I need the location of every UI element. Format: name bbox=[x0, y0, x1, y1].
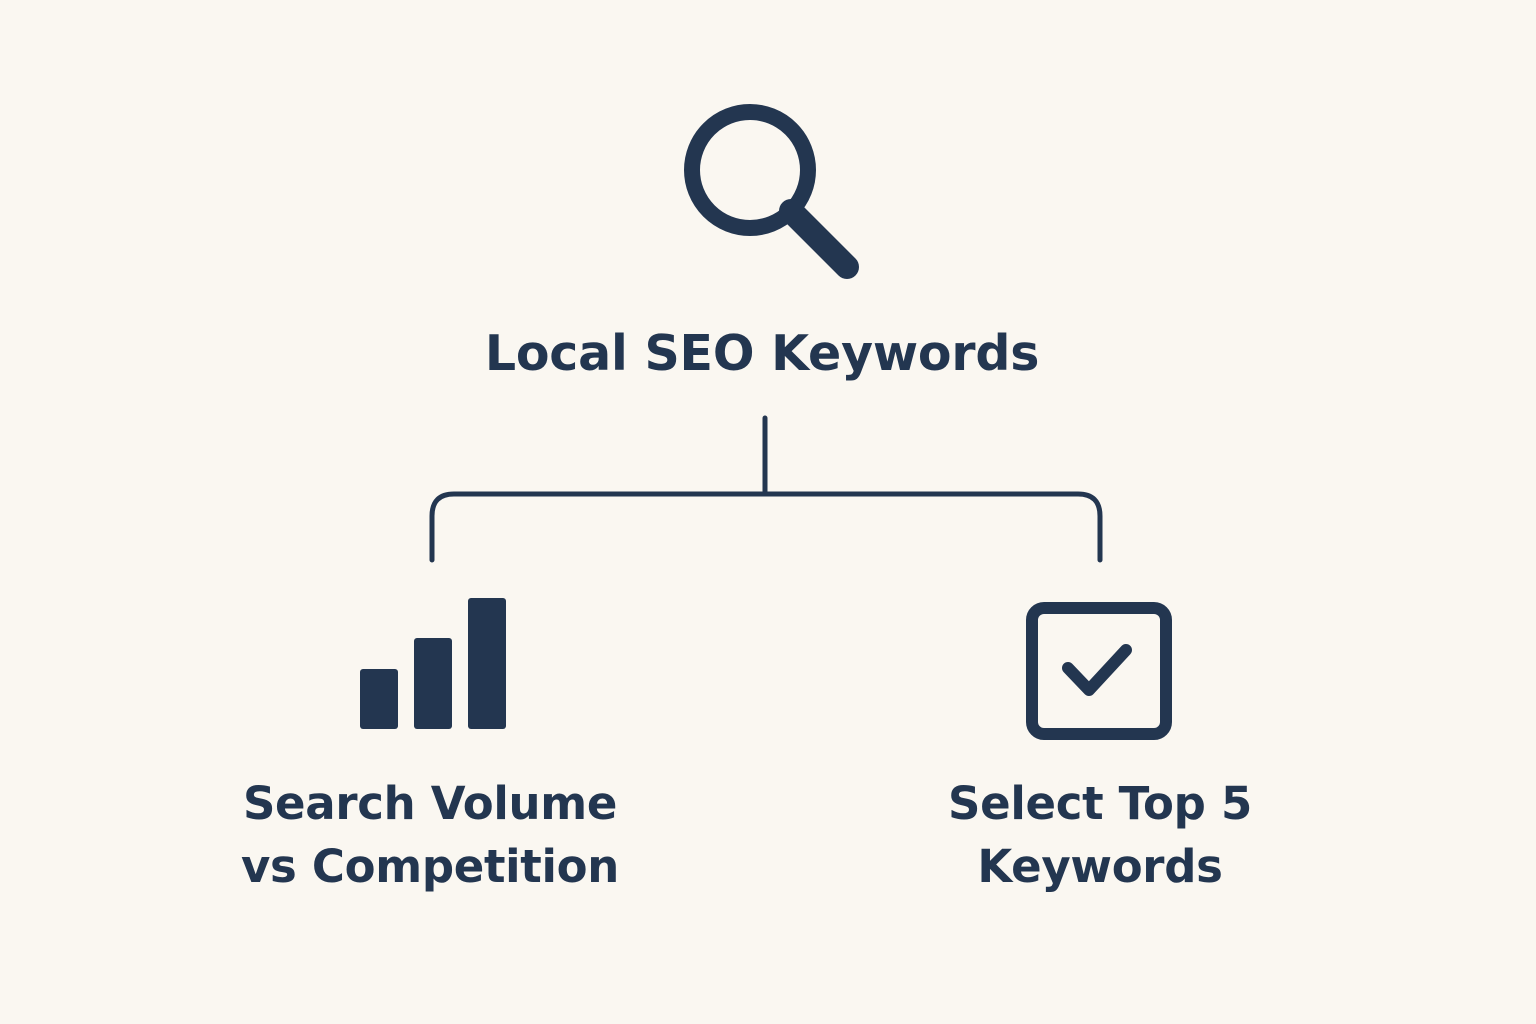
checkbox-icon bbox=[1026, 602, 1172, 740]
bar-chart-icon bbox=[360, 598, 506, 729]
page-title: Local SEO Keywords bbox=[484, 325, 1040, 382]
search-volume-label: Search Volume vs Competition bbox=[210, 772, 650, 898]
search-icon bbox=[684, 104, 859, 279]
select-top-keywords-line-1: Select Top 5 bbox=[948, 777, 1252, 830]
search-volume-line-2: vs Competition bbox=[241, 840, 619, 893]
select-top-keywords-label: Select Top 5 Keywords bbox=[880, 772, 1320, 898]
select-top-keywords-line-2: Keywords bbox=[977, 840, 1223, 893]
search-volume-line-1: Search Volume bbox=[242, 777, 618, 830]
